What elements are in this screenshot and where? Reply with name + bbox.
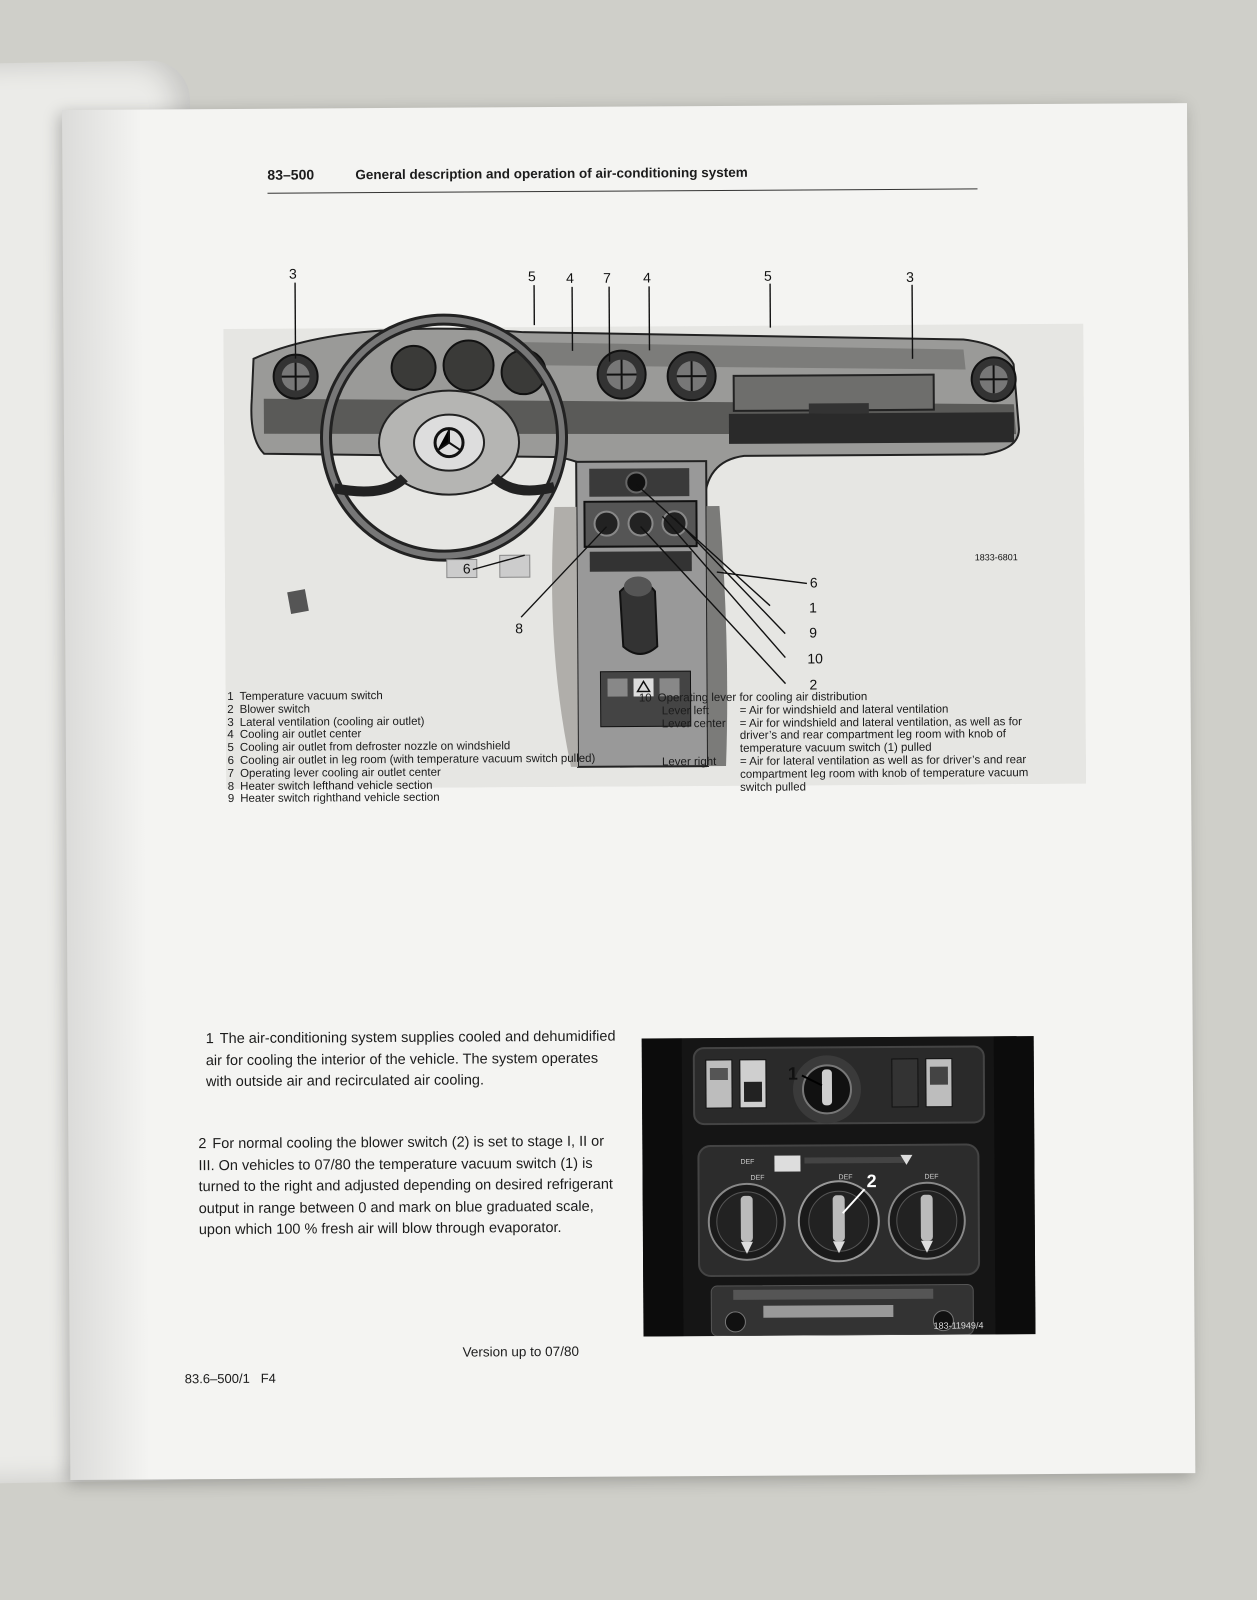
vent-center-left-icon xyxy=(596,349,647,400)
vent-right-icon xyxy=(970,356,1017,403)
callout-10: 10 xyxy=(807,650,823,666)
callout-4-left: 4 xyxy=(566,270,574,286)
blower-knob-icon xyxy=(797,1180,880,1263)
photo-callout-2: 2 xyxy=(866,1171,876,1191)
control-panel-photo: DEF DEF DEF DEF 1 2 183-11949/4 xyxy=(641,1036,1036,1337)
callout-8: 8 xyxy=(515,620,523,636)
version-note: Version up to 07/80 xyxy=(462,1343,579,1360)
knob-label: DEF xyxy=(925,1174,939,1181)
callout-5-right: 5 xyxy=(764,268,772,284)
page-title: General description and operation of air… xyxy=(355,164,748,183)
dashboard-illustration: 3 5 4 7 4 5 3 6 1 9 10 2 8 6 1833-6801 xyxy=(223,266,1087,790)
footer-code: F4 xyxy=(260,1370,276,1386)
callout-1: 1 xyxy=(809,599,817,615)
section-number: 83–500 xyxy=(267,166,315,183)
knob-label: DEF xyxy=(839,1174,853,1181)
vent-left-icon xyxy=(272,353,319,400)
knob-label: DEF xyxy=(751,1175,765,1182)
callout-9: 9 xyxy=(809,624,817,640)
lever-center-row: Lever center= Air for windshield and lat… xyxy=(661,715,1023,756)
callout-6-left: 6 xyxy=(463,561,471,577)
photo-reference: 183-11949/4 xyxy=(934,1320,984,1330)
lever-right-row: Lever right= Air for lateral ventilation… xyxy=(661,754,1029,794)
callout-2: 2 xyxy=(809,676,817,692)
steering-wheel-icon xyxy=(320,313,569,562)
heater-knob-left-icon xyxy=(707,1182,786,1261)
callout-3-right: 3 xyxy=(906,269,914,285)
heater-knob-right-icon xyxy=(887,1181,966,1260)
page-footer: 83.6–500/1 F4 xyxy=(185,1371,276,1387)
footer-page-code: 83.6–500/1 xyxy=(184,1370,250,1387)
dashboard-diagram: 3 5 4 7 4 5 3 6 1 9 10 2 8 6 1833-6801 xyxy=(223,244,1087,790)
figure-reference: 1833-6801 xyxy=(975,552,1018,562)
photo-callout-1: 1 xyxy=(788,1064,798,1084)
page-header: 83–500 General description and operation… xyxy=(267,162,978,194)
callout-4-right: 4 xyxy=(643,269,651,285)
control-panel-illustration: DEF DEF DEF DEF 1 2 183-11949/4 xyxy=(641,1036,1036,1337)
callout-5-left: 5 xyxy=(528,268,536,284)
callout-3-left: 3 xyxy=(289,266,297,282)
callout-6-right: 6 xyxy=(810,574,818,590)
vent-center-right-icon xyxy=(666,351,717,402)
knob-label: DEF xyxy=(740,1159,754,1166)
manual-page: 83–500 General description and operation… xyxy=(62,103,1196,1480)
callout-7: 7 xyxy=(603,270,611,286)
